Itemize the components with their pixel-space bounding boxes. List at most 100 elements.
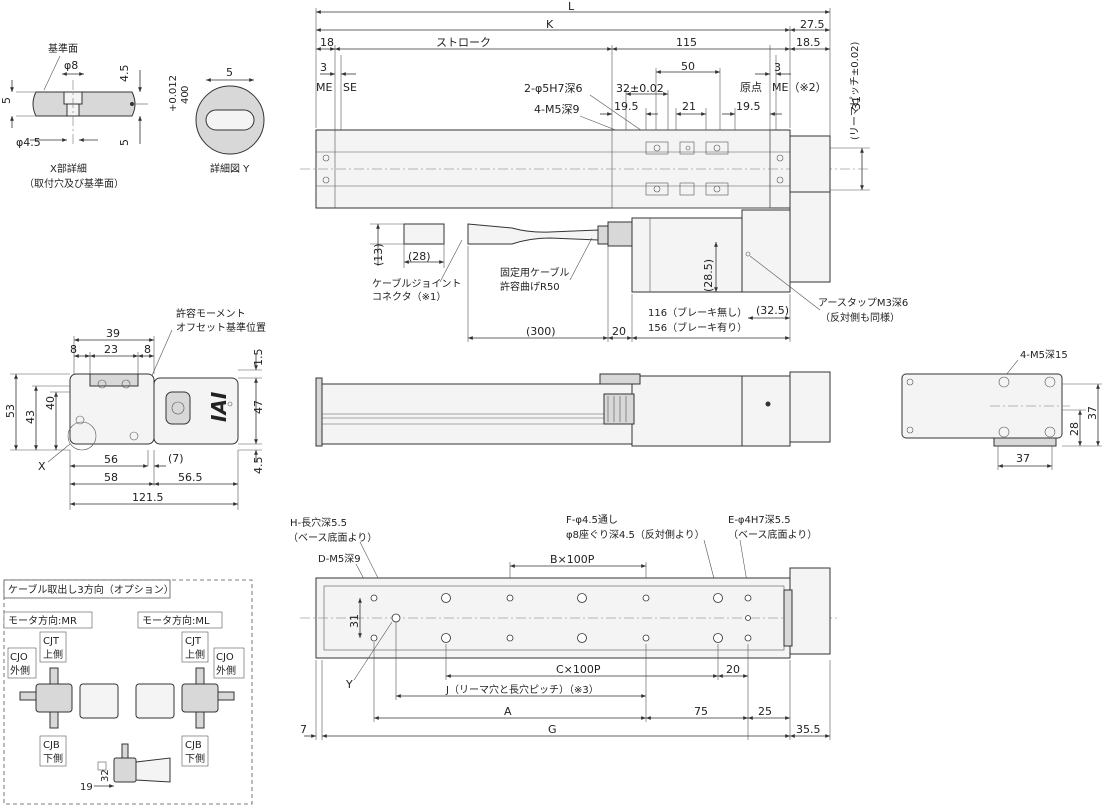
label-4m5-hole: 4-M5深9 xyxy=(534,103,579,116)
dim-b-100p: B×100P xyxy=(550,553,595,566)
dim-58: 58 xyxy=(104,471,118,484)
label-motor-mr: モータ方向:MR xyxy=(8,614,77,627)
dim-3-right: 3 xyxy=(774,61,781,74)
dim-19-5-a: 19.5 xyxy=(614,100,639,113)
dim-19-option: 19 xyxy=(80,782,93,793)
label-moment-2: オフセット基準位置 xyxy=(176,321,266,334)
label-cjt-mr: CJT xyxy=(43,636,60,647)
dim-47: 47 xyxy=(252,400,265,414)
iai-logo: IAI xyxy=(207,391,231,422)
label-reference-surface: 基準面 xyxy=(48,42,78,55)
dim-a: A xyxy=(504,705,512,718)
label-me-left: ME xyxy=(316,81,332,94)
dim-32-option: 32 xyxy=(100,769,111,782)
label-f-counterbore: φ8座ぐり深4.5（反対側より） xyxy=(566,528,705,541)
top-view: L K 27.5 18 ストローク 115 18.5 3 3 50 32±0.0… xyxy=(300,0,870,209)
dim-31-top: 31 xyxy=(850,96,863,110)
label-cjo-mr-sub: 外側 xyxy=(10,664,30,677)
dim-28-motor: 28 xyxy=(1068,422,1081,436)
dim-5-left: 5 xyxy=(0,97,13,104)
y-detail: +0.012 0 40 5 詳細図 Y xyxy=(168,66,265,175)
dim-18: 18 xyxy=(320,36,334,49)
y-tol-zero: 0 xyxy=(180,86,191,92)
label-origin: 原点 xyxy=(740,81,762,94)
dim-32: 32±0.02 xyxy=(616,82,664,95)
motor-end-body xyxy=(901,373,1063,439)
bottom-view: H-長穴深5.5 （ベース底面より） D-M5深9 F-φ4.5通し φ8座ぐり… xyxy=(288,514,840,740)
side-view xyxy=(315,371,831,447)
dim-K: K xyxy=(546,18,554,31)
label-cjo-mr: CJO xyxy=(10,652,28,663)
dim-39: 39 xyxy=(106,327,120,340)
label-cjt-ml-sub: 上側 xyxy=(185,648,205,661)
end-view: 許容モーメント オフセット基準位置 39 8 23 8 IAI 1.5 47 xyxy=(4,307,266,510)
dim-reamer-pitch: (リーマピッチ±0.02) xyxy=(849,41,861,140)
label-bend-radius: 許容曲げR50 xyxy=(500,280,560,293)
dim-28-connector: (28) xyxy=(408,250,431,263)
y-detail-title: 詳細図 Y xyxy=(210,162,250,175)
motor-body xyxy=(631,217,743,293)
dim-20-bottom: 20 xyxy=(726,663,740,676)
dim-21: 21 xyxy=(682,100,696,113)
y-tol-plus: +0.012 xyxy=(168,75,179,112)
cable-view: (13) (28) ケーブルジョイント コネクタ（※1） 固定用ケーブル 許容曲… xyxy=(370,191,908,342)
motor-end-view: 4-M5深15 37 28 37 xyxy=(901,349,1102,470)
dim-20-cable: 20 xyxy=(612,325,626,338)
dim-56: 56 xyxy=(104,453,118,466)
dim-53: 53 xyxy=(4,404,17,418)
label-e-hole-note: （ベース底面より） xyxy=(728,528,817,541)
x-detail-subtitle: （取付穴及び基準面） xyxy=(24,177,124,190)
label-d-m5: D-M5深9 xyxy=(318,553,361,565)
label-cjb-ml: CJB xyxy=(185,740,202,751)
label-cjb-ml-sub: 下側 xyxy=(185,752,205,765)
dim-37-horizontal: 37 xyxy=(1016,452,1030,465)
label-moment-1: 許容モーメント xyxy=(176,307,246,320)
y-dim-40: 40 xyxy=(180,91,191,104)
label-y: Y xyxy=(345,678,353,691)
dim-13: (13) xyxy=(372,243,385,266)
dim-8-left: 8 xyxy=(70,343,77,356)
dim-25: 25 xyxy=(758,705,772,718)
label-motor-len-brake: 156（ブレーキ有り） xyxy=(648,321,747,334)
dim-4-5-end: 4.5 xyxy=(252,457,265,475)
side-slider xyxy=(631,375,743,447)
dim-4-5-x: 4.5 xyxy=(118,65,131,83)
dim-121-5: 121.5 xyxy=(132,491,164,504)
dim-19-5-b: 19.5 xyxy=(736,100,761,113)
dim-j-pitch: J（リーマ穴と長穴ピッチ）（※3） xyxy=(445,683,599,696)
label-connector-2: コネクタ（※1） xyxy=(372,291,446,303)
dim-32-5: (32.5) xyxy=(756,304,789,317)
dim-50: 50 xyxy=(681,60,695,73)
label-h-slot: H-長穴深5.5 xyxy=(290,516,347,529)
dim-3-left: 3 xyxy=(320,61,327,74)
fixed-cable xyxy=(467,223,599,245)
label-earth-tap: アースタップM3深6 xyxy=(818,297,908,309)
dim-23: 23 xyxy=(104,343,118,356)
dim-43: 43 xyxy=(24,410,37,424)
label-cjo-ml-sub: 外側 xyxy=(216,664,236,677)
label-e-hole: E-φ4H7深5.5 xyxy=(728,514,791,526)
label-motor-ml: モータ方向:ML xyxy=(142,614,210,627)
x-section xyxy=(32,91,136,117)
label-f-hole: F-φ4.5通し xyxy=(566,514,618,526)
label-x: X xyxy=(38,460,46,473)
dim-stroke: ストローク xyxy=(436,36,491,49)
dim-y-5: 5 xyxy=(226,66,233,79)
dim-phi8: φ8 xyxy=(64,59,78,72)
dim-115: 115 xyxy=(676,36,697,49)
dim-27-5: 27.5 xyxy=(800,18,825,31)
dim-phi4-5: φ4.5 xyxy=(16,136,41,149)
cable-option-box: ケーブル取出し3方向（オプション） モータ方向:MR モータ方向:ML CJT … xyxy=(3,579,253,805)
dim-300: (300) xyxy=(526,325,556,338)
label-fixed-cable: 固定用ケーブル xyxy=(500,266,569,279)
label-h-slot-note: （ベース底面より） xyxy=(288,531,377,544)
ml-connector xyxy=(181,683,219,713)
dim-7-bottom: 7 xyxy=(300,723,307,736)
label-cjo-ml: CJO xyxy=(216,652,234,663)
label-4m5-depth15: 4-M5深15 xyxy=(1020,349,1068,361)
dim-8-right: 8 xyxy=(144,343,151,356)
mr-connector xyxy=(35,683,73,713)
dim-7-end: (7) xyxy=(168,452,184,465)
dim-c-100p: C×100P xyxy=(556,663,601,676)
